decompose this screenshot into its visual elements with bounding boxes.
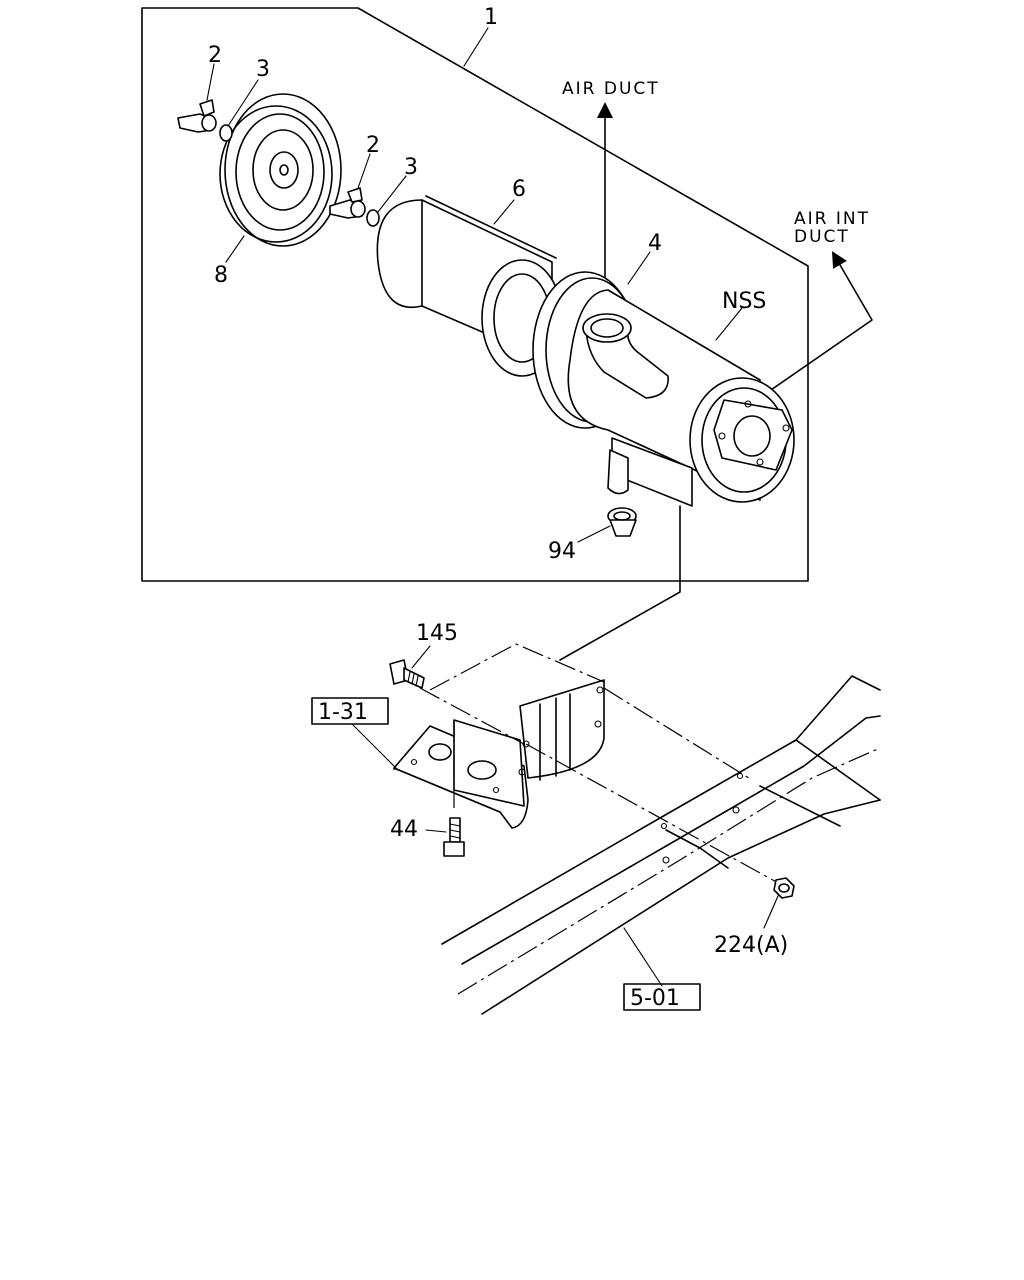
callout-44: 44 xyxy=(390,817,418,842)
assembly-frame xyxy=(141,7,809,582)
callout-2a: 2 xyxy=(208,43,222,68)
leader-3b xyxy=(377,175,407,213)
leader-3a xyxy=(227,79,259,127)
callout-1: 1 xyxy=(484,5,498,30)
air-cleaner-body xyxy=(532,271,795,507)
leader-1-31 xyxy=(351,723,399,771)
label-air-int: AIR INT xyxy=(794,209,870,229)
callout-2b: 2 xyxy=(366,133,380,158)
drain-valve-part-94 xyxy=(607,507,637,537)
bolt-part-44 xyxy=(443,817,465,857)
wing-nut-part-2-right xyxy=(329,187,366,219)
leader-224 xyxy=(763,895,779,929)
leader-5-01 xyxy=(623,927,663,987)
ref-label-5-01: 5-01 xyxy=(630,986,680,1011)
callout-3b: 3 xyxy=(404,155,418,180)
callout-8: 8 xyxy=(214,263,228,288)
ref-label-1-31: 1-31 xyxy=(318,700,368,725)
callout-224a: 224(A) xyxy=(714,933,788,958)
label-air-duct: AIR DUCT xyxy=(562,79,660,99)
callout-4: 4 xyxy=(648,231,662,256)
ref-box-1-31 xyxy=(311,697,389,725)
bolt-part-145 xyxy=(389,659,425,689)
leader-145 xyxy=(411,645,431,669)
washer-part-3-right xyxy=(366,209,380,227)
callout-3a: 3 xyxy=(256,57,270,82)
leader-nss xyxy=(715,307,743,341)
wing-nut-part-2-left xyxy=(177,99,217,133)
ref-box-5-01 xyxy=(623,983,701,1011)
leader-1 xyxy=(463,27,489,67)
callout-94: 94 xyxy=(548,539,576,564)
assembly-to-bracket-line xyxy=(559,505,681,661)
leader-2b xyxy=(357,153,371,189)
leader-44 xyxy=(425,829,447,833)
leader-6 xyxy=(493,199,515,225)
label-duct: DUCT xyxy=(794,227,850,247)
installation-lines xyxy=(393,643,781,885)
leader-4 xyxy=(627,251,651,285)
washer-part-3-left xyxy=(219,124,233,142)
callout-6: 6 xyxy=(512,177,526,202)
leader-8 xyxy=(225,235,245,263)
nut-part-224a xyxy=(773,877,795,899)
leader-94 xyxy=(577,525,611,543)
cover-part-8 xyxy=(219,93,342,247)
frame-rail xyxy=(441,675,881,1015)
callout-nss: NSS xyxy=(722,289,766,314)
callout-145: 145 xyxy=(416,621,458,646)
leader-2a xyxy=(206,63,215,101)
air-int-duct-arrow xyxy=(741,251,873,411)
mounting-bracket xyxy=(393,679,605,829)
